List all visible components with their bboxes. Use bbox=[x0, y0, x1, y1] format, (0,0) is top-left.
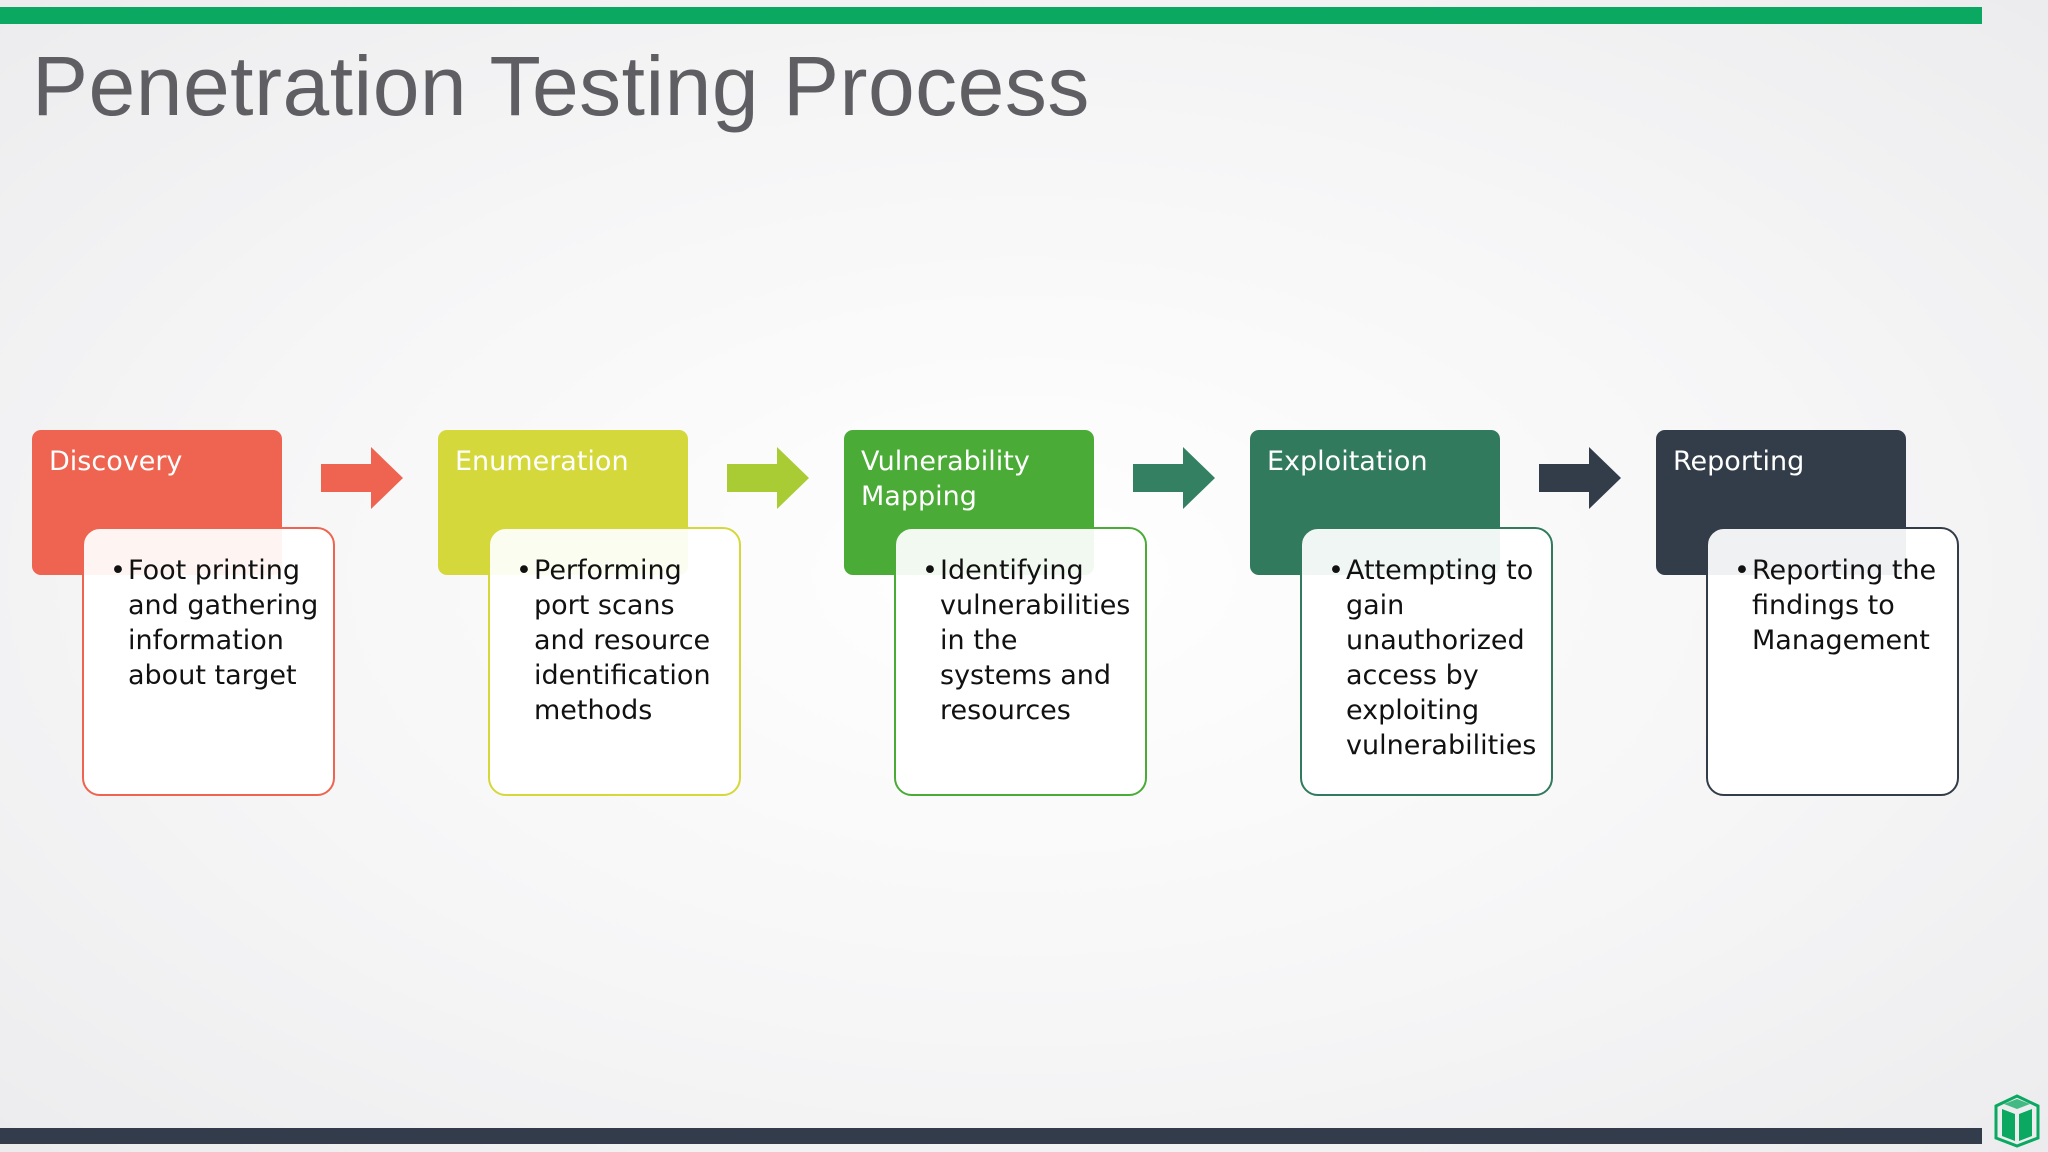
bottom-accent-bar bbox=[0, 1128, 1982, 1144]
bullet-point: • bbox=[922, 555, 938, 586]
stage-exploitation: Exploitation • Attempting to gain unauth… bbox=[1250, 430, 1588, 796]
arrow-right-icon bbox=[1539, 447, 1621, 509]
brand-logo-icon bbox=[1994, 1094, 2040, 1148]
arrow-right-icon bbox=[1133, 447, 1215, 509]
slide-title: Penetration Testing Process bbox=[32, 39, 1090, 133]
stage-description: Performing port scans and resource ident… bbox=[534, 555, 711, 726]
stage-description: Identifying vulnerabilities in the syste… bbox=[940, 555, 1131, 726]
stage-card: • Foot printing and gathering informatio… bbox=[82, 527, 335, 796]
arrow-right-icon bbox=[321, 447, 403, 509]
bullet-point: • bbox=[110, 555, 126, 586]
stage-enumeration: Enumeration • Performing port scans and … bbox=[438, 430, 776, 796]
top-accent-bar bbox=[0, 7, 1982, 24]
stage-card: • Attempting to gain unauthorized access… bbox=[1300, 527, 1553, 796]
bullet-point: • bbox=[1328, 555, 1344, 586]
stage-vulnerability-mapping: Vulnerability Mapping • Identifying vuln… bbox=[844, 430, 1182, 796]
stage-discovery: Discovery • Foot printing and gathering … bbox=[32, 430, 370, 796]
stage-card: • Identifying vulnerabilities in the sys… bbox=[894, 527, 1147, 796]
stage-description: Reporting the findings to Management bbox=[1752, 555, 1937, 656]
stage-description: Attempting to gain unauthorized access b… bbox=[1346, 555, 1537, 761]
stage-card: • Performing port scans and resource ide… bbox=[488, 527, 741, 796]
bullet-point: • bbox=[516, 555, 532, 586]
stage-reporting: Reporting • Reporting the findings to Ma… bbox=[1656, 430, 1994, 796]
arrow-right-icon bbox=[727, 447, 809, 509]
stage-description: Foot printing and gathering information … bbox=[128, 555, 319, 691]
bullet-point: • bbox=[1734, 555, 1750, 586]
stage-card: • Reporting the findings to Management bbox=[1706, 527, 1959, 796]
